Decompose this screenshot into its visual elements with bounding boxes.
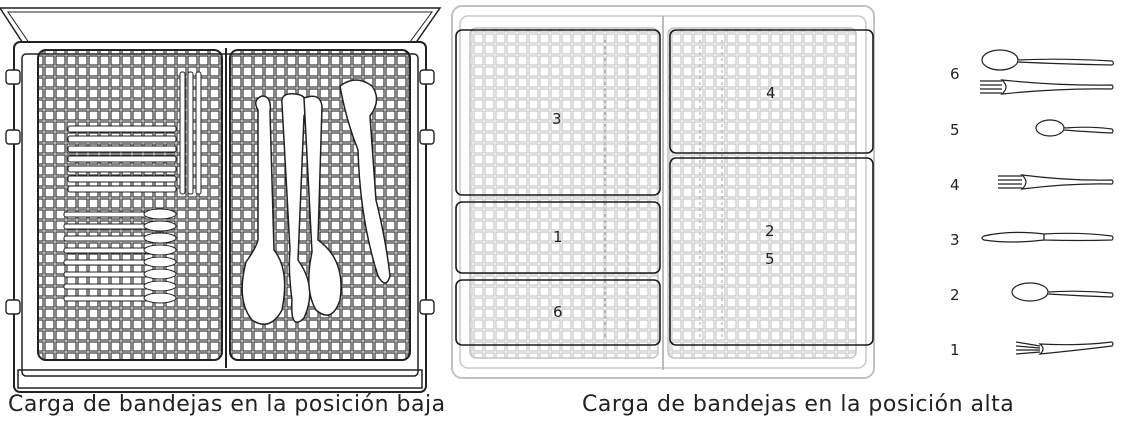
fork-icon [980,79,1114,95]
teaspoon-icon [1035,119,1114,137]
zone-label-4: 4 [766,84,776,102]
small-fork-icon [1015,341,1114,355]
caption-high-position: Carga de bandejas en la posición alta [582,392,1015,417]
zone-label-3: 3 [552,110,562,128]
spoon-icon [1011,282,1114,302]
spoon-icon [981,49,1115,71]
low-position-tray [0,7,442,393]
zone-label-5: 5 [765,250,775,268]
zone-label-6: 6 [553,303,563,321]
legend-number-4: 4 [950,176,960,194]
loaded-forks [67,125,177,193]
serving-utensils [241,79,391,325]
zone-6-box [455,279,661,346]
legend-number-3: 3 [950,231,960,249]
zone-4-box [669,29,874,154]
caption-low-position: Carga de bandejas en la posición baja [8,392,446,417]
tray-left-compartment [37,49,223,361]
legend-number-6: 6 [950,65,960,83]
knife-icon [981,231,1114,243]
high-position-tray: 3 4 1 2 5 6 [451,5,875,379]
loaded-spoons [63,208,177,304]
legend-number-5: 5 [950,121,960,139]
legend-number-1: 1 [950,341,960,359]
zone-1-box [455,201,661,274]
fork-icon [998,174,1114,190]
cutlery-legend: 6 5 4 3 2 1 [950,49,1115,359]
legend-number-2: 2 [950,286,960,304]
zone-2-5-box [669,157,874,346]
zone-label-1: 1 [553,228,563,246]
zone-label-2: 2 [765,222,775,240]
zone-3-box [455,29,661,196]
